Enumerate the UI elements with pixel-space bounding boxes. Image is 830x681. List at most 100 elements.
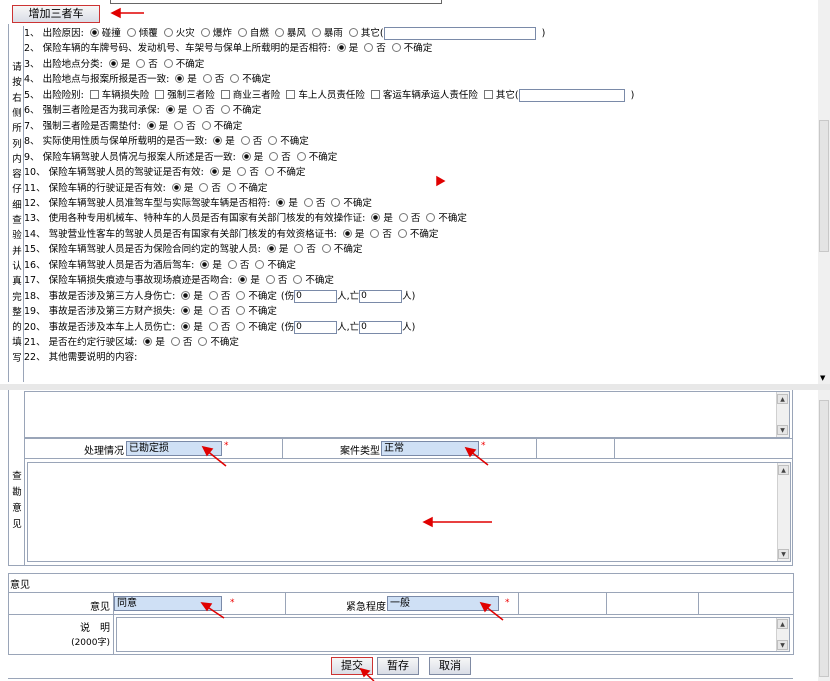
answer-radio-yes[interactable] bbox=[181, 290, 191, 300]
survey-opinion-scrollbar[interactable]: ▲ ▼ bbox=[777, 463, 790, 561]
answer-radio-yes[interactable] bbox=[181, 321, 191, 331]
answer-radio-no[interactable] bbox=[227, 259, 237, 269]
answer-radio-unsure[interactable] bbox=[236, 306, 246, 316]
answer-radio-unsure[interactable] bbox=[198, 337, 208, 346]
other-coverage-input[interactable] bbox=[518, 88, 625, 102]
death-count-input[interactable]: 0 bbox=[359, 320, 403, 334]
answer-radio-unsure[interactable] bbox=[321, 244, 331, 254]
answer-radio-yes[interactable] bbox=[143, 337, 153, 346]
answer-radio-no[interactable] bbox=[269, 151, 279, 161]
answer-radio-yes[interactable] bbox=[175, 74, 185, 84]
answer-radio-no[interactable] bbox=[237, 167, 247, 177]
answer-radio-no[interactable] bbox=[303, 197, 313, 207]
answer-radio-no[interactable] bbox=[240, 136, 250, 146]
note-textarea-scrollbar[interactable]: ▲ ▼ bbox=[776, 618, 789, 651]
answer-radio-no[interactable] bbox=[370, 228, 380, 238]
answer-radio-no[interactable] bbox=[398, 213, 408, 223]
add-third-party-button[interactable]: 增加三者车 bbox=[12, 5, 100, 23]
answer-radio-yes[interactable] bbox=[108, 58, 118, 68]
answer-radio-no[interactable] bbox=[193, 105, 203, 115]
scroll-down-icon[interactable]: ▼ bbox=[778, 549, 789, 559]
coverage-checkbox[interactable] bbox=[483, 89, 493, 99]
answer-radio-no[interactable] bbox=[136, 58, 146, 68]
upper-scrollbar[interactable]: ▼ bbox=[818, 0, 830, 384]
answer-radio-no[interactable] bbox=[265, 275, 275, 285]
answer-radio-unsure[interactable] bbox=[331, 197, 341, 207]
answer-radio-unsure[interactable] bbox=[236, 290, 246, 300]
answer-radio-unsure[interactable] bbox=[268, 136, 278, 146]
coverage-checkbox[interactable] bbox=[370, 89, 380, 99]
answer-radio-unsure[interactable] bbox=[397, 228, 407, 238]
death-count-input[interactable]: 0 bbox=[359, 289, 403, 303]
coverage-checkbox[interactable] bbox=[89, 89, 99, 99]
injured-count-input[interactable]: 0 bbox=[294, 289, 338, 303]
answer-radio-unsure[interactable] bbox=[230, 74, 240, 84]
answer-radio-unsure[interactable] bbox=[236, 321, 246, 331]
coverage-checkbox[interactable] bbox=[155, 89, 165, 99]
scroll-up-icon[interactable]: ▲ bbox=[777, 394, 788, 404]
answer-radio-no[interactable] bbox=[364, 43, 374, 53]
answer-radio-yes[interactable] bbox=[181, 306, 191, 316]
answer-radio-no[interactable] bbox=[208, 321, 218, 331]
scroll-down-icon[interactable]: ▼ bbox=[777, 640, 788, 650]
answer-radio-no[interactable] bbox=[208, 306, 218, 316]
answer-radio-unsure[interactable] bbox=[226, 182, 236, 192]
lower-scrollbar-thumb[interactable] bbox=[819, 400, 829, 677]
case-type-select[interactable]: 正常 bbox=[381, 441, 479, 456]
opinion-select[interactable]: 同意 bbox=[114, 596, 222, 611]
scroll-up-icon[interactable]: ▲ bbox=[778, 465, 789, 475]
answer-radio-no[interactable] bbox=[199, 182, 209, 192]
remark-textarea-scrollbar[interactable]: ▲ ▼ bbox=[776, 392, 789, 437]
answer-radio-yes[interactable] bbox=[342, 228, 352, 238]
answer-radio-unsure[interactable] bbox=[264, 167, 274, 177]
survey-opinion-textarea[interactable]: ▲ ▼ bbox=[27, 462, 791, 562]
remark-textarea[interactable]: ▲ ▼ bbox=[24, 391, 790, 438]
save-draft-button[interactable]: 暂存 bbox=[377, 657, 419, 675]
answer-radio-unsure[interactable] bbox=[255, 259, 265, 269]
cause-radio[interactable] bbox=[311, 28, 321, 37]
answer-radio-no[interactable] bbox=[170, 337, 180, 346]
coverage-checkbox[interactable] bbox=[286, 89, 296, 99]
answer-radio-unsure[interactable] bbox=[293, 275, 303, 285]
lower-scrollbar[interactable] bbox=[818, 390, 830, 681]
cause-radio[interactable] bbox=[89, 28, 99, 37]
answer-radio-no[interactable] bbox=[294, 244, 304, 254]
cause-radio[interactable] bbox=[274, 28, 284, 37]
answer-radio-unsure[interactable] bbox=[296, 151, 306, 161]
answer-radio-yes[interactable] bbox=[171, 182, 181, 192]
cause-radio[interactable] bbox=[126, 28, 136, 37]
answer-radio-unsure[interactable] bbox=[391, 43, 401, 53]
cause-radio[interactable] bbox=[200, 28, 210, 37]
answer-radio-unsure[interactable] bbox=[220, 105, 230, 115]
scroll-up-icon[interactable]: ▲ bbox=[777, 619, 788, 629]
injured-count-input[interactable]: 0 bbox=[294, 320, 338, 334]
answer-radio-no[interactable] bbox=[208, 290, 218, 300]
answer-radio-unsure[interactable] bbox=[163, 58, 173, 68]
scroll-down-arrow-icon[interactable]: ▼ bbox=[820, 374, 826, 382]
answer-radio-yes[interactable] bbox=[276, 197, 286, 207]
cause-radio[interactable] bbox=[163, 28, 173, 37]
cancel-button[interactable]: 取消 bbox=[429, 657, 471, 675]
answer-radio-yes[interactable] bbox=[266, 244, 276, 254]
answer-radio-yes[interactable] bbox=[209, 167, 219, 177]
answer-radio-yes[interactable] bbox=[146, 120, 156, 130]
urgency-select[interactable]: 一般 bbox=[387, 596, 499, 611]
submit-button[interactable]: 提交 bbox=[331, 657, 373, 675]
answer-radio-yes[interactable] bbox=[371, 213, 381, 223]
handling-select[interactable]: 已勘定损 bbox=[126, 441, 222, 456]
answer-radio-yes[interactable] bbox=[336, 43, 346, 53]
answer-radio-yes[interactable] bbox=[241, 151, 251, 161]
answer-radio-yes[interactable] bbox=[213, 136, 223, 146]
upper-scrollbar-thumb[interactable] bbox=[819, 120, 829, 252]
coverage-checkbox[interactable] bbox=[220, 89, 230, 99]
answer-radio-no[interactable] bbox=[202, 74, 212, 84]
cause-radio[interactable] bbox=[237, 28, 247, 37]
note-textarea[interactable]: ▲ ▼ bbox=[116, 617, 790, 652]
answer-radio-no[interactable] bbox=[174, 120, 184, 130]
cause-radio[interactable] bbox=[348, 28, 358, 37]
answer-radio-yes[interactable] bbox=[200, 259, 210, 269]
scroll-down-icon[interactable]: ▼ bbox=[777, 425, 788, 435]
answer-radio-unsure[interactable] bbox=[201, 120, 211, 130]
answer-radio-unsure[interactable] bbox=[426, 213, 436, 223]
answer-radio-yes[interactable] bbox=[238, 275, 248, 285]
